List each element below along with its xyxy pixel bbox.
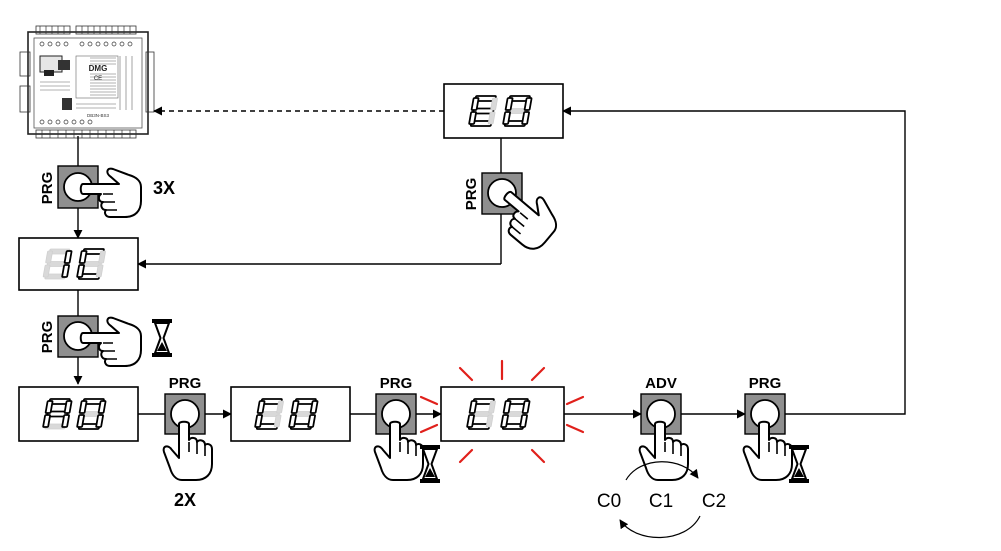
cycle-option-c0: C0 bbox=[597, 491, 621, 512]
segment-b bbox=[521, 400, 531, 414]
controller-brand: DMG bbox=[89, 64, 108, 73]
segment-c bbox=[95, 414, 104, 428]
display-c0-blinking: C0 bbox=[440, 386, 565, 442]
segment-e bbox=[468, 111, 477, 125]
prg-button-enter-label: PRG bbox=[380, 375, 413, 392]
prg-button-3x[interactable]: PRG 3X bbox=[39, 165, 175, 218]
adv-button-label: ADV bbox=[645, 375, 677, 392]
prg-button-enter[interactable]: PRG bbox=[373, 375, 441, 484]
segment-e bbox=[76, 264, 85, 278]
cycle-option-c2: C2 bbox=[702, 491, 726, 512]
segment-e bbox=[76, 414, 85, 428]
segment-c bbox=[485, 414, 494, 428]
segment-f bbox=[78, 250, 88, 264]
prg-button-2x-label: PRG bbox=[169, 375, 202, 392]
segment-g bbox=[470, 411, 493, 417]
segment-f bbox=[468, 400, 478, 414]
segment-c bbox=[519, 414, 528, 428]
segment-g bbox=[46, 410, 69, 418]
prg-button-exit[interactable]: PRG bbox=[463, 172, 567, 256]
segment-c bbox=[487, 111, 496, 125]
segment-b bbox=[98, 250, 106, 264]
segment-f bbox=[78, 400, 88, 414]
prg-button-3x-label: PRG bbox=[39, 172, 56, 205]
segment-f bbox=[44, 400, 54, 414]
segment-f bbox=[290, 400, 300, 414]
segment-g bbox=[472, 107, 495, 115]
segment-c bbox=[273, 414, 282, 428]
segment-b bbox=[97, 400, 107, 414]
prg-button-hold[interactable]: PRG bbox=[39, 315, 173, 367]
cycle-option-c1: C1 bbox=[649, 491, 673, 512]
flow-connectors bbox=[73, 106, 906, 419]
segment-c bbox=[61, 414, 70, 428]
segment-g bbox=[292, 411, 315, 417]
controller-board-icon: DMG CE DB3N-BS3 bbox=[19, 25, 155, 139]
segment-b bbox=[490, 97, 498, 111]
segment-g bbox=[258, 411, 281, 417]
segment-f bbox=[256, 400, 266, 414]
segment-f bbox=[504, 97, 514, 111]
segment-e bbox=[42, 414, 51, 428]
segment-b bbox=[309, 400, 319, 414]
repeat-3x-label: 3X bbox=[153, 178, 175, 198]
segment-c bbox=[521, 111, 530, 125]
controller-model: DB3N-BS3 bbox=[87, 113, 110, 118]
display-ic: IC bbox=[18, 237, 139, 291]
segment-b bbox=[63, 400, 73, 414]
segment-e bbox=[254, 414, 263, 428]
prg-button-confirm-label: PRG bbox=[749, 375, 782, 392]
prg-button-2x[interactable]: PRG 2X bbox=[162, 375, 213, 510]
segment-f bbox=[502, 400, 512, 414]
hourglass-icon bbox=[151, 318, 173, 358]
segment-c bbox=[95, 264, 104, 278]
segment-e bbox=[500, 414, 509, 428]
display-e0: E0 bbox=[443, 83, 564, 139]
repeat-2x-label: 2X bbox=[174, 490, 196, 510]
segment-c bbox=[307, 414, 316, 428]
segment-c bbox=[61, 264, 70, 278]
prg-button-hold-label: PRG bbox=[39, 321, 56, 354]
segment-g bbox=[504, 411, 527, 417]
cycle-options: C0 C1 C2 bbox=[597, 461, 726, 539]
segment-g bbox=[46, 261, 69, 267]
segment-e bbox=[466, 414, 475, 428]
blink-indicator bbox=[419, 359, 585, 464]
segment-g bbox=[80, 261, 103, 267]
segment-e bbox=[42, 264, 51, 278]
controller-ce-mark: CE bbox=[94, 76, 102, 82]
segment-g bbox=[80, 411, 103, 417]
segment-e bbox=[288, 414, 297, 428]
prg-button-exit-label: PRG bbox=[463, 178, 480, 211]
prg-button-confirm[interactable]: PRG bbox=[742, 375, 810, 484]
display-a0: A0 bbox=[18, 386, 139, 442]
segment-g bbox=[506, 108, 529, 114]
adv-button[interactable]: ADV bbox=[638, 375, 689, 481]
segment-b bbox=[276, 400, 284, 414]
segment-b bbox=[523, 97, 533, 111]
segment-e bbox=[502, 111, 511, 125]
display-c0: C0 bbox=[230, 386, 351, 442]
segment-f bbox=[45, 250, 53, 264]
segment-f bbox=[470, 97, 480, 111]
segment-b bbox=[488, 400, 496, 414]
segment-b bbox=[63, 250, 73, 264]
